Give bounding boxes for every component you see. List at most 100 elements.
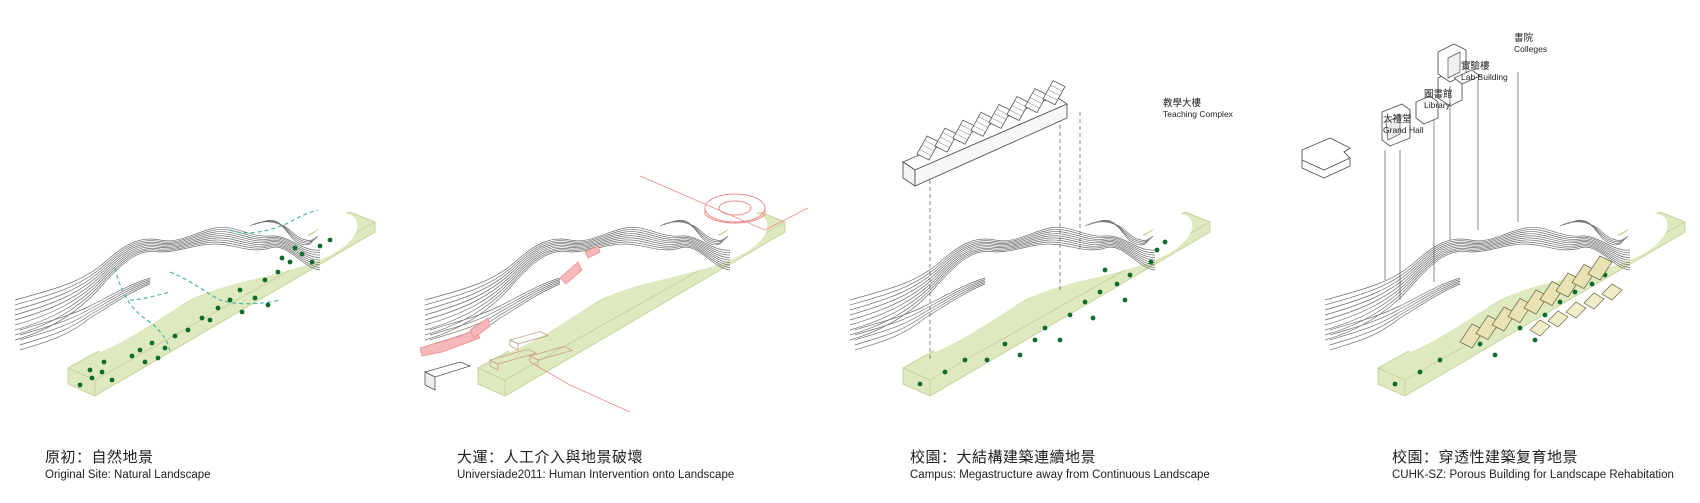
label-lab-building: 實驗樓 Lab Building [1461, 61, 1508, 83]
label-teaching-complex: 教學大樓 Teaching Complex [1163, 98, 1233, 120]
tree-dot [1392, 381, 1398, 387]
wing-floor-line [996, 108, 1009, 116]
panel-cuhksz [1301, 43, 1686, 397]
contour-line [19, 283, 151, 351]
tree-dot [1002, 341, 1008, 347]
wing-floor-line [1045, 93, 1058, 101]
contour-line [424, 233, 731, 316]
tree-dot [1148, 259, 1154, 265]
wing-floor-line [1029, 97, 1043, 104]
contour-line [14, 241, 321, 336]
earthwork-cut [584, 245, 601, 259]
label-colleges-en: Colleges [1514, 44, 1548, 54]
contour-line [849, 243, 1156, 341]
site-edge [1377, 367, 1406, 396]
contour-line [19, 279, 151, 336]
tree-dot [1492, 352, 1498, 358]
contour-line [1324, 239, 1631, 331]
tree-dot [1417, 369, 1423, 375]
earthwork-cut [419, 329, 481, 357]
tree-dot [129, 353, 135, 359]
contour-line [854, 277, 986, 331]
contour-line [849, 233, 1156, 316]
wing-floor-line [939, 136, 953, 144]
lab-volume [1415, 95, 1439, 125]
tree-dot [1557, 299, 1563, 305]
contour-line [257, 220, 315, 244]
tree-dot [962, 357, 968, 363]
tree-dot [1097, 289, 1103, 295]
contour-line [849, 239, 1156, 331]
tree-dot [101, 359, 107, 365]
site-boundary-line [764, 207, 809, 231]
hill-area [1390, 213, 1668, 352]
contour-line [1324, 241, 1631, 336]
venue-building [489, 359, 499, 371]
label-library-zh: 圖書館 [1424, 89, 1453, 100]
contour-line [14, 226, 321, 301]
tree-dot [77, 382, 83, 388]
contour-line [429, 279, 561, 336]
contour-line [1571, 219, 1623, 246]
tree-dot [1090, 315, 1096, 321]
stream-line [129, 291, 171, 301]
contour-line [854, 280, 986, 341]
caption-campus: 校園：大結構建築連續地景 Campus: Megastructure away … [910, 448, 1310, 483]
teaching-complex [914, 103, 1068, 187]
tree-dot [1517, 325, 1523, 331]
label-teaching-complex-en: Teaching Complex [1163, 109, 1233, 119]
site-edge [67, 367, 96, 396]
grand-hall-volume [1301, 158, 1351, 179]
contour-line [671, 219, 723, 246]
contour-line [14, 235, 321, 321]
contour-line [424, 239, 731, 331]
contour-line [1563, 221, 1627, 243]
contour-line [849, 229, 1156, 306]
caption-campus-zh: 校園：大結構建築連續地景 [910, 448, 1097, 466]
tree-dot [309, 259, 315, 265]
caption-original: 原初：自然地景 Original Site: Natural Landscape [45, 448, 445, 483]
stadium-ring [704, 208, 766, 224]
tree-dot [1032, 337, 1038, 343]
contour-line [19, 280, 151, 341]
venue-building [529, 355, 539, 367]
tree-dot [142, 359, 148, 365]
contour-line [849, 226, 1156, 301]
wing-floor-line [978, 116, 991, 124]
contour-line [1324, 226, 1631, 301]
contour-line [19, 277, 151, 331]
contour-line [253, 221, 317, 243]
contour-line [849, 235, 1156, 321]
wing-floor-line [919, 149, 932, 156]
tree-dot [275, 269, 281, 275]
contour-line [854, 282, 986, 346]
earthwork-cut [559, 261, 583, 285]
contour-line [424, 241, 731, 336]
tree-dot [239, 309, 245, 315]
porous-building [1601, 283, 1623, 301]
porous-building [1565, 301, 1587, 319]
tree-dot [917, 381, 923, 387]
tree-dot [1017, 352, 1023, 358]
tree-dot [137, 347, 143, 353]
college-volume [1447, 51, 1461, 79]
contour-line [1092, 220, 1150, 244]
contour-line [849, 231, 1156, 311]
wing-floor-line [1032, 92, 1045, 100]
caption-cuhksz: 校園：穿透性建築复育地景 CUHK-SZ: Porous Building fo… [1392, 448, 1700, 483]
tree-dot [299, 251, 305, 257]
tree-dot [1042, 325, 1048, 331]
tree-dot [1437, 357, 1443, 363]
contour-line [1329, 280, 1461, 341]
tree-dot [984, 357, 990, 363]
label-library: 圖書館 Library [1424, 89, 1453, 111]
wing-floor-line [921, 144, 935, 152]
wing-floor-line [937, 141, 950, 148]
wing-floor-line [975, 121, 989, 128]
contour-line [429, 280, 561, 341]
porous-building [1547, 310, 1569, 328]
tree-dot [1572, 289, 1578, 295]
contour-line [1324, 243, 1631, 341]
wing-floor-line [1014, 100, 1027, 108]
